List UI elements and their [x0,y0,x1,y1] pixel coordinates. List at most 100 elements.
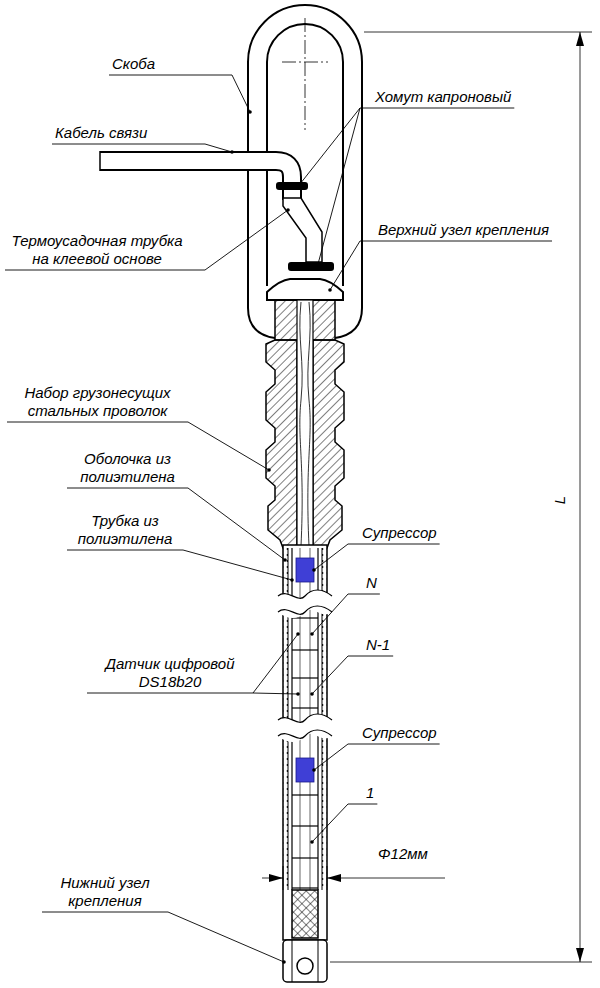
leader-line [312,804,348,842]
leader-dot [296,632,300,636]
cable-end [99,151,101,171]
upper-fixture-head [267,279,343,300]
leader-line [312,594,348,634]
label-underline [348,804,377,805]
break-gap [278,590,332,618]
label-underline [5,270,205,271]
leader-line [183,550,292,580]
label-underline [360,108,514,109]
leader-line [253,634,298,693]
label-underline [7,422,188,423]
wire-sleeve [313,340,344,548]
cell-divider [292,825,318,826]
cell-divider [292,794,318,795]
leader-line [318,108,360,264]
dimension-line [327,878,445,879]
leader-line [312,656,348,694]
leader-line [300,108,360,184]
steel-wire [308,302,310,546]
leader-line [253,693,298,694]
leader-dot [310,840,314,844]
cell-divider [292,707,318,708]
dimension-label: L [551,496,569,504]
part-label: Нижний узел крепления [45,874,165,910]
leader-line [232,75,250,112]
break-line [278,714,332,722]
leader-dot [298,182,302,186]
wire-sleeve [266,340,297,548]
dimension-line [580,32,581,962]
dimension-arrow [576,32,584,46]
leader-dot [310,692,314,696]
part-label: Термоусадочная трубка на клеевой основе [8,232,186,268]
part-label: Оболочка из полиэтилена [70,450,185,486]
lower-fixture-line [318,940,319,982]
part-label: Супрессор [362,524,437,542]
part-label: Датчик цифровой DS18b20 [90,655,250,691]
sensor-cells [292,618,318,888]
cable-channel [297,300,313,548]
communication-cable [100,161,292,200]
part-label: Кабель связи [55,124,147,142]
callout-number: N-1 [366,636,390,654]
leader-line [205,144,232,152]
part-label: Хомут капроновый [375,88,511,106]
suppressor [296,558,314,582]
part-label: Супрессор [362,724,437,742]
label-underline [348,544,440,545]
label-underline [348,594,380,595]
extension-line [364,32,592,33]
leader-dot [267,468,271,472]
break-line [278,590,332,598]
break-line [278,606,332,614]
label-underline [348,744,440,745]
leader-dot [296,692,300,696]
label-underline [67,550,183,551]
heat-shrink-tube [283,198,322,262]
eyelet-hole [297,958,313,974]
leader-dot [286,208,290,212]
dimension-arrow [269,874,283,882]
part-label: Набор грузонесущих стальных проволок [10,384,185,420]
part-label: Верхний узел крепления [378,221,549,239]
leader-dot [248,110,252,114]
bracket-outer [248,5,362,338]
leader-dot [312,768,316,772]
cell-divider [292,857,318,858]
leader-line [314,744,348,770]
part-label: Трубка из полиэтилена [70,512,180,548]
nylon-clamp [288,262,334,271]
label-underline [42,912,168,913]
leader-line [168,912,284,962]
steel-wire [300,302,302,546]
lower-fixture-plug [292,890,318,938]
leader-line [188,422,269,470]
lower-fixture [283,940,327,982]
dimension-arrow [327,874,341,882]
lower-fixture-line [292,940,293,982]
leader-line [330,241,360,290]
callout-number: 1 [366,784,374,802]
extension-line [330,962,592,963]
leader-line [314,544,348,570]
label-underline [87,693,253,694]
leader-dot [328,288,332,292]
leader-dot [312,568,316,572]
leader-dot [290,578,294,582]
axis-line [282,62,328,63]
part-label: Скоба [112,55,155,73]
label-underline [67,488,188,489]
label-underline [348,656,393,657]
dimension-label: Φ12мм [378,845,428,863]
callout-number: N [366,574,377,592]
leader-dot [310,632,314,636]
communication-cable [100,161,292,200]
break-line [278,730,332,738]
suppressor [296,758,314,782]
leader-line [205,210,288,270]
axis-line [305,18,306,130]
label-underline [109,75,232,76]
